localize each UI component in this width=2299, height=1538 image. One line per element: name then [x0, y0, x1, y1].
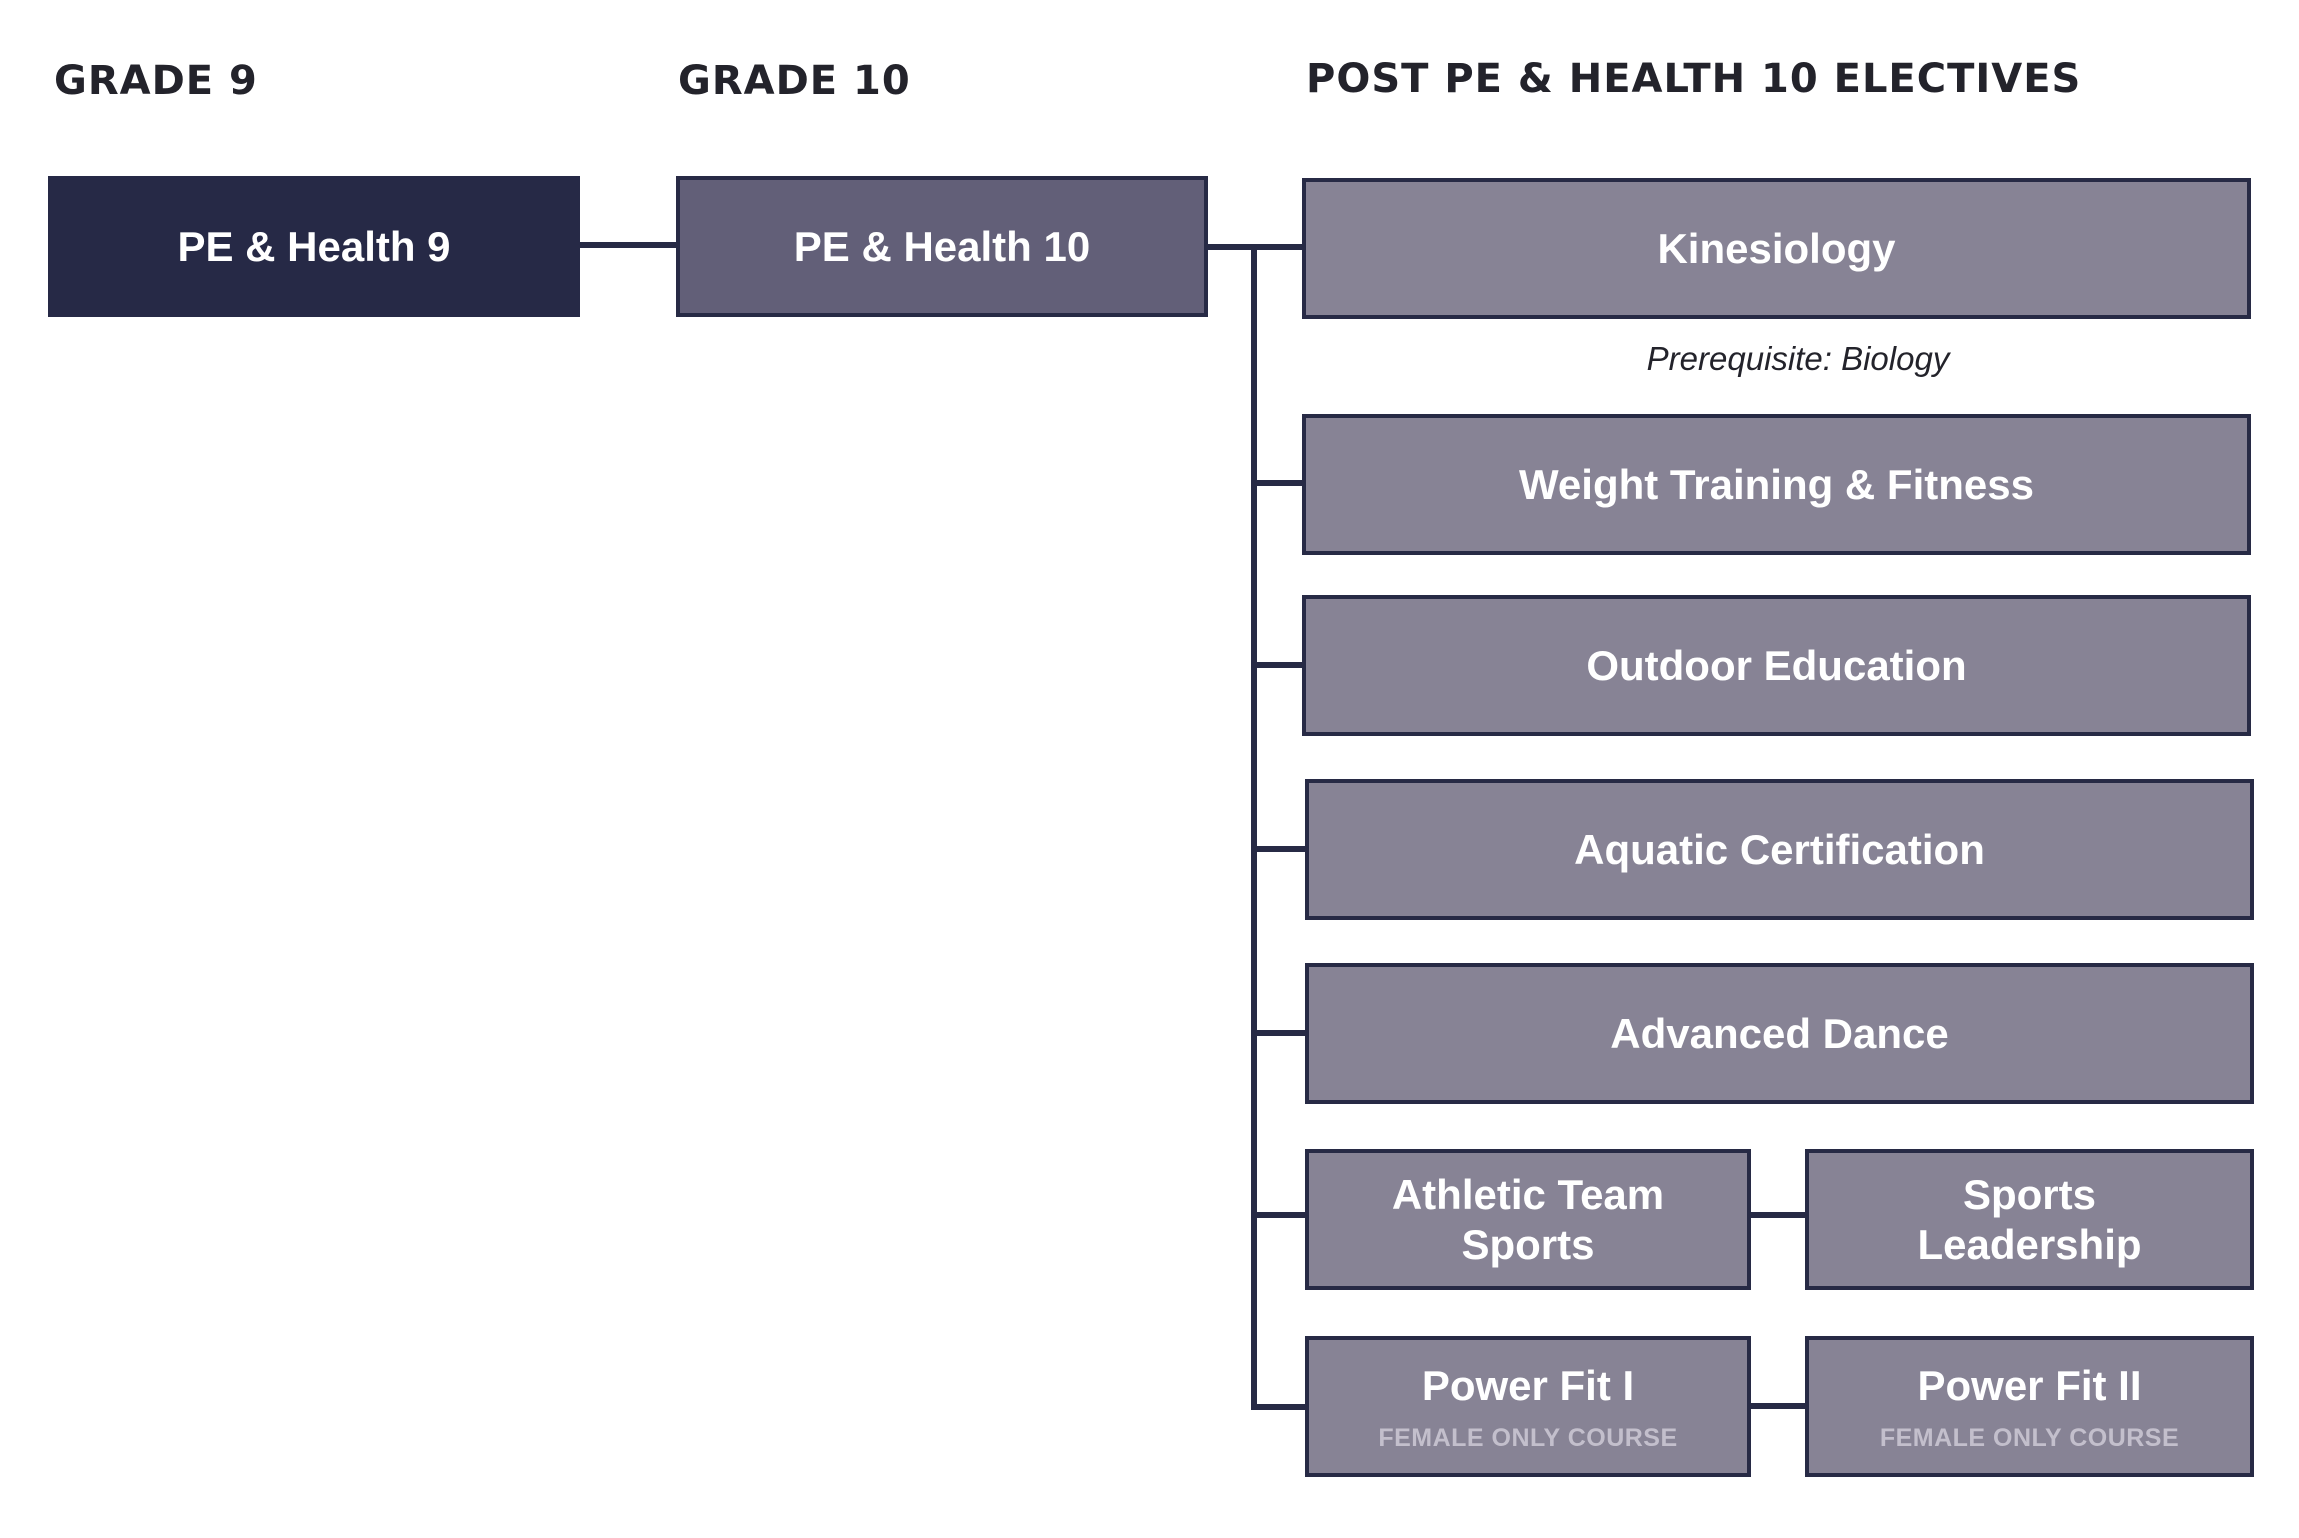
- course-label: PE & Health 9: [177, 222, 451, 270]
- course-label: Power Fit I: [1421, 1361, 1635, 1409]
- course-advanced-dance: Advanced Dance: [1305, 963, 2254, 1104]
- connector-branch-advanced-dance: [1251, 1030, 1308, 1036]
- connector-powerfit1-to-powerfit2: [1749, 1403, 1807, 1409]
- course-label: Aquatic Certification: [1574, 825, 1985, 873]
- course-label: Weight Training & Fitness: [1519, 460, 2034, 508]
- course-aquatic-certification: Aquatic Certification: [1305, 779, 2254, 920]
- course-outdoor-education: Outdoor Education: [1302, 595, 2251, 736]
- course-athletic-team-sports: Athletic Team Sports: [1305, 1149, 1751, 1290]
- course-label: Advanced Dance: [1610, 1009, 1949, 1057]
- connector-pe9-pe10: [578, 242, 678, 248]
- connector-athletic-to-leadership: [1749, 1212, 1807, 1218]
- grade-9-heading: GRADE 9: [54, 58, 258, 104]
- connector-branch-aquatic: [1251, 846, 1308, 852]
- course-label: Power Fit II: [1917, 1361, 2142, 1409]
- course-kinesiology: Kinesiology: [1302, 178, 2251, 319]
- course-label: Outdoor Education: [1586, 641, 1967, 689]
- course-weight-training-fitness: Weight Training & Fitness: [1302, 414, 2251, 555]
- connector-branch-power-fit-1: [1251, 1404, 1308, 1410]
- connector-branch-weight-training: [1251, 480, 1306, 486]
- course-label: Sports Leadership: [1917, 1170, 2142, 1268]
- course-pe-health-10: PE & Health 10: [676, 176, 1208, 317]
- electives-heading: POST PE & HEALTH 10 ELECTIVES: [1306, 56, 2082, 102]
- connector-trunk: [1251, 244, 1257, 1410]
- course-power-fit-1: Power Fit I FEMALE ONLY COURSE: [1305, 1336, 1751, 1477]
- grade-10-heading: GRADE 10: [678, 58, 911, 104]
- course-label: Kinesiology: [1657, 224, 1896, 272]
- female-only-note: FEMALE ONLY COURSE: [1378, 1423, 1678, 1452]
- course-power-fit-2: Power Fit II FEMALE ONLY COURSE: [1805, 1336, 2254, 1477]
- connector-branch-outdoor-education: [1251, 662, 1306, 668]
- course-sports-leadership: Sports Leadership: [1805, 1149, 2254, 1290]
- kinesiology-prerequisite-note: Prerequisite: Biology: [1646, 340, 1950, 377]
- course-label: PE & Health 10: [793, 222, 1091, 270]
- connector-branch-athletic-team: [1251, 1212, 1308, 1218]
- female-only-note: FEMALE ONLY COURSE: [1879, 1423, 2180, 1452]
- course-pe-health-9: PE & Health 9: [48, 176, 580, 317]
- course-label: Athletic Team Sports: [1391, 1170, 1665, 1268]
